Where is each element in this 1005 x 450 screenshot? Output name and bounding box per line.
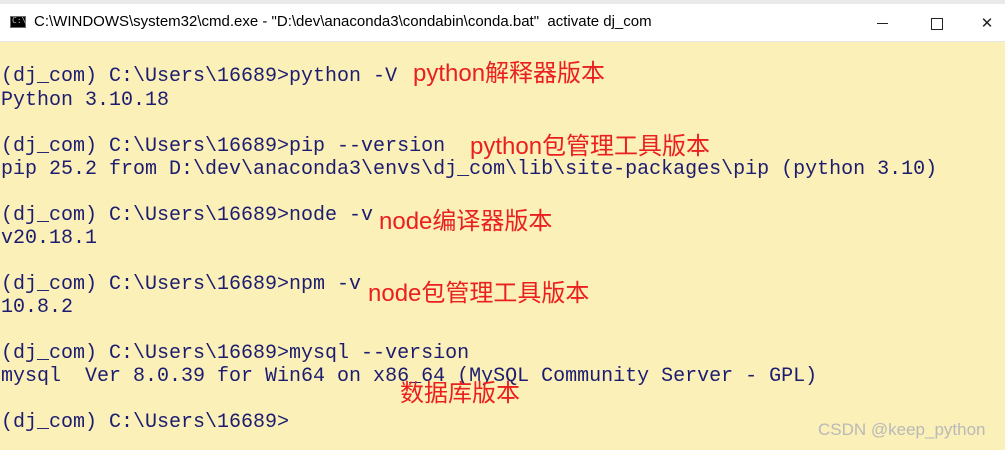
console-line-output: Python 3.10.18 (1, 89, 170, 112)
terminal-icon: C:\ (10, 16, 26, 28)
console-line-output: 10.8.2 (1, 296, 74, 319)
console-line-output: pip 25.2 from D:\dev\anaconda3\envs\dj_c… (1, 158, 938, 181)
minimize-button[interactable] (860, 8, 904, 38)
title-bar[interactable]: C:\ C:\WINDOWS\system32\cmd.exe - "D:\de… (0, 4, 1005, 42)
minimize-icon (876, 23, 888, 24)
console-line-prompt: (dj_com) C:\Users\16689>python -V (1, 65, 398, 88)
annotation-npm-version: node包管理工具版本 (368, 280, 590, 307)
annotation-node-version: node编译器版本 (379, 208, 553, 235)
maximize-icon (931, 17, 943, 30)
watermark: CSDN @keep_python (818, 420, 986, 439)
console-line-output: v20.18.1 (1, 227, 98, 250)
console-line-prompt: (dj_com) C:\Users\16689> (1, 411, 290, 434)
close-icon: ✕ (980, 14, 994, 32)
console-line-prompt: (dj_com) C:\Users\16689>pip --version (1, 135, 446, 158)
console-line-prompt: (dj_com) C:\Users\16689>node -v (1, 204, 374, 227)
console-output[interactable]: (dj_com) C:\Users\16689>python -V Python… (0, 42, 1005, 450)
maximize-button[interactable] (915, 8, 959, 38)
annotation-pip-version: python包管理工具版本 (470, 133, 711, 160)
annotation-mysql-version: 数据库版本 (400, 380, 520, 407)
close-button[interactable]: ✕ (965, 8, 1005, 38)
console-line-prompt: (dj_com) C:\Users\16689>npm -v (1, 273, 362, 296)
annotation-python-version: python解释器版本 (413, 60, 606, 87)
window-title: C:\WINDOWS\system32\cmd.exe - "D:\dev\an… (34, 13, 652, 30)
console-line-output: mysql Ver 8.0.39 for Win64 on x86_64 (My… (1, 365, 818, 388)
console-line-prompt: (dj_com) C:\Users\16689>mysql --version (1, 342, 470, 365)
